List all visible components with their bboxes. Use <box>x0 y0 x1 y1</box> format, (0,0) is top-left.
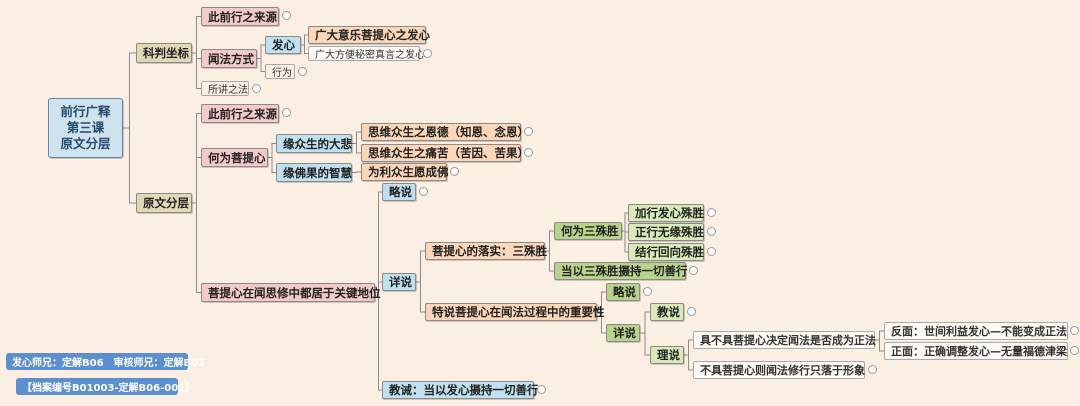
expand-icon[interactable] <box>707 247 716 256</box>
node-fanmian[interactable]: 反面：世间利益发心—不能变成正法 <box>884 322 1068 340</box>
node-lue2[interactable]: 略说 <box>606 283 640 301</box>
node-xiang2[interactable]: 详说 <box>606 324 640 342</box>
expand-icon[interactable] <box>282 108 291 117</box>
expand-icon[interactable] <box>282 11 291 20</box>
root-line-2: 第三课 <box>66 120 105 135</box>
node-laiyuan1[interactable]: 此前行之来源 <box>201 7 279 26</box>
expand-icon[interactable] <box>707 227 716 236</box>
node-jiaoshuo[interactable]: 教说 <box>650 303 684 321</box>
connector-line <box>352 131 361 144</box>
root-line-1: 前行广释 <box>60 104 111 119</box>
node-fangbian[interactable]: 广大方便秘密真言之发心 <box>308 46 425 61</box>
expand-icon[interactable] <box>419 187 428 196</box>
node-yuanwen[interactable]: 原文分层 <box>136 193 192 213</box>
connector-line <box>192 16 201 54</box>
expand-icon[interactable] <box>689 266 698 275</box>
connector-line <box>257 58 265 72</box>
connector-line <box>640 332 650 356</box>
archive-label: 【档案编号B01003-定解B06-001】 <box>16 378 195 395</box>
connector-line <box>875 339 884 352</box>
connector-line <box>192 52 201 89</box>
node-zhengmian[interactable]: 正面：正确调整发心—无量福德津梁 <box>884 342 1068 360</box>
connector-line <box>352 143 361 154</box>
connector-line <box>597 311 606 334</box>
node-dangyi[interactable]: 当以三殊胜摄持一切善行 <box>554 262 688 280</box>
connector-line <box>545 250 554 272</box>
expand-icon[interactable] <box>537 385 546 394</box>
node-siwei-en[interactable]: 思维众生之恩德（知恩、念恩） <box>361 123 529 141</box>
expand-icon[interactable] <box>707 208 716 217</box>
node-siwei-ku[interactable]: 思维众生之痛苦（苦因、苦果） <box>361 144 529 162</box>
node-lishuo[interactable]: 理说 <box>650 346 684 364</box>
node-weili[interactable]: 为利众生愿成佛 <box>361 163 449 181</box>
connector-line <box>301 44 308 54</box>
expand-icon[interactable] <box>252 84 261 93</box>
expand-icon[interactable] <box>1070 326 1079 335</box>
node-lueshuo[interactable]: 略说 <box>382 183 416 201</box>
connector-line <box>192 202 201 293</box>
credit-label: 发心师兄：定解B06 审核师兄：定解B01 <box>6 353 205 370</box>
connector-line <box>301 34 308 46</box>
connector-line <box>375 191 382 293</box>
node-guangda[interactable]: 广大意乐菩提心之发心 <box>308 26 430 44</box>
node-jiaojie[interactable]: 教诫：当以发心摄持一切善行 <box>382 381 539 399</box>
node-jubuju[interactable]: 具不具菩提心决定闻法是否成为正法 <box>693 331 876 349</box>
connector-line <box>684 339 693 356</box>
expand-icon[interactable] <box>1070 346 1079 355</box>
node-keshi[interactable]: 科判坐标 <box>136 43 192 63</box>
connector-line <box>192 157 201 204</box>
node-xiangshuo[interactable]: 详说 <box>382 273 416 291</box>
node-bujubei[interactable]: 不具菩提心则闻法修行只落于形象 <box>693 361 865 379</box>
node-zhengxing[interactable]: 正行无缘殊胜 <box>628 223 704 241</box>
node-hewei[interactable]: 何为菩提心 <box>201 148 268 167</box>
connector-line <box>875 330 884 341</box>
expand-icon[interactable] <box>524 127 533 136</box>
node-jiaxing[interactable]: 加行发心殊胜 <box>628 204 704 222</box>
connector-line <box>622 230 628 253</box>
connector-line <box>352 171 361 173</box>
expand-icon[interactable] <box>868 365 877 374</box>
connector-line <box>123 52 136 129</box>
expand-icon[interactable] <box>423 49 432 58</box>
node-xingwei[interactable]: 行为 <box>265 64 295 79</box>
connector-line <box>268 143 276 158</box>
node-teshuo[interactable]: 特说菩提心在闻法过程中的重要性 <box>425 303 605 321</box>
expand-icon[interactable] <box>687 307 696 316</box>
node-guanjian[interactable]: 菩提心在闻思修中都居于关键地位 <box>201 283 381 302</box>
node-jiexing[interactable]: 结行回向殊胜 <box>628 243 704 261</box>
root-line-3: 原文分层 <box>60 136 111 151</box>
connector-line <box>268 157 276 173</box>
node-faxin[interactable]: 发心 <box>265 36 301 54</box>
node-suojiang[interactable]: 所讲之法 <box>201 81 249 96</box>
node-wenfa[interactable]: 闻法方式 <box>201 49 257 68</box>
connector-line <box>684 354 693 371</box>
root-node[interactable]: 前行广释第三课原文分层 <box>48 98 123 158</box>
connector-line <box>257 44 265 59</box>
connector-line <box>416 281 425 313</box>
expand-icon[interactable] <box>524 148 533 157</box>
node-heweisan[interactable]: 何为三殊胜 <box>554 222 622 240</box>
node-yuanfo[interactable]: 缘佛果的智慧 <box>276 163 352 182</box>
connector-line <box>123 127 136 204</box>
expand-icon[interactable] <box>643 287 652 296</box>
connector-line <box>640 311 650 334</box>
connector-line <box>375 292 382 391</box>
node-yuanzhong[interactable]: 缘众生的大悲 <box>276 134 352 153</box>
expand-icon[interactable] <box>450 167 459 176</box>
node-luoshi[interactable]: 菩提心的落实：三殊胜 <box>425 242 547 260</box>
connector-line <box>416 250 425 283</box>
expand-icon[interactable] <box>298 67 307 76</box>
node-laiyuan2[interactable]: 此前行之来源 <box>201 104 279 123</box>
